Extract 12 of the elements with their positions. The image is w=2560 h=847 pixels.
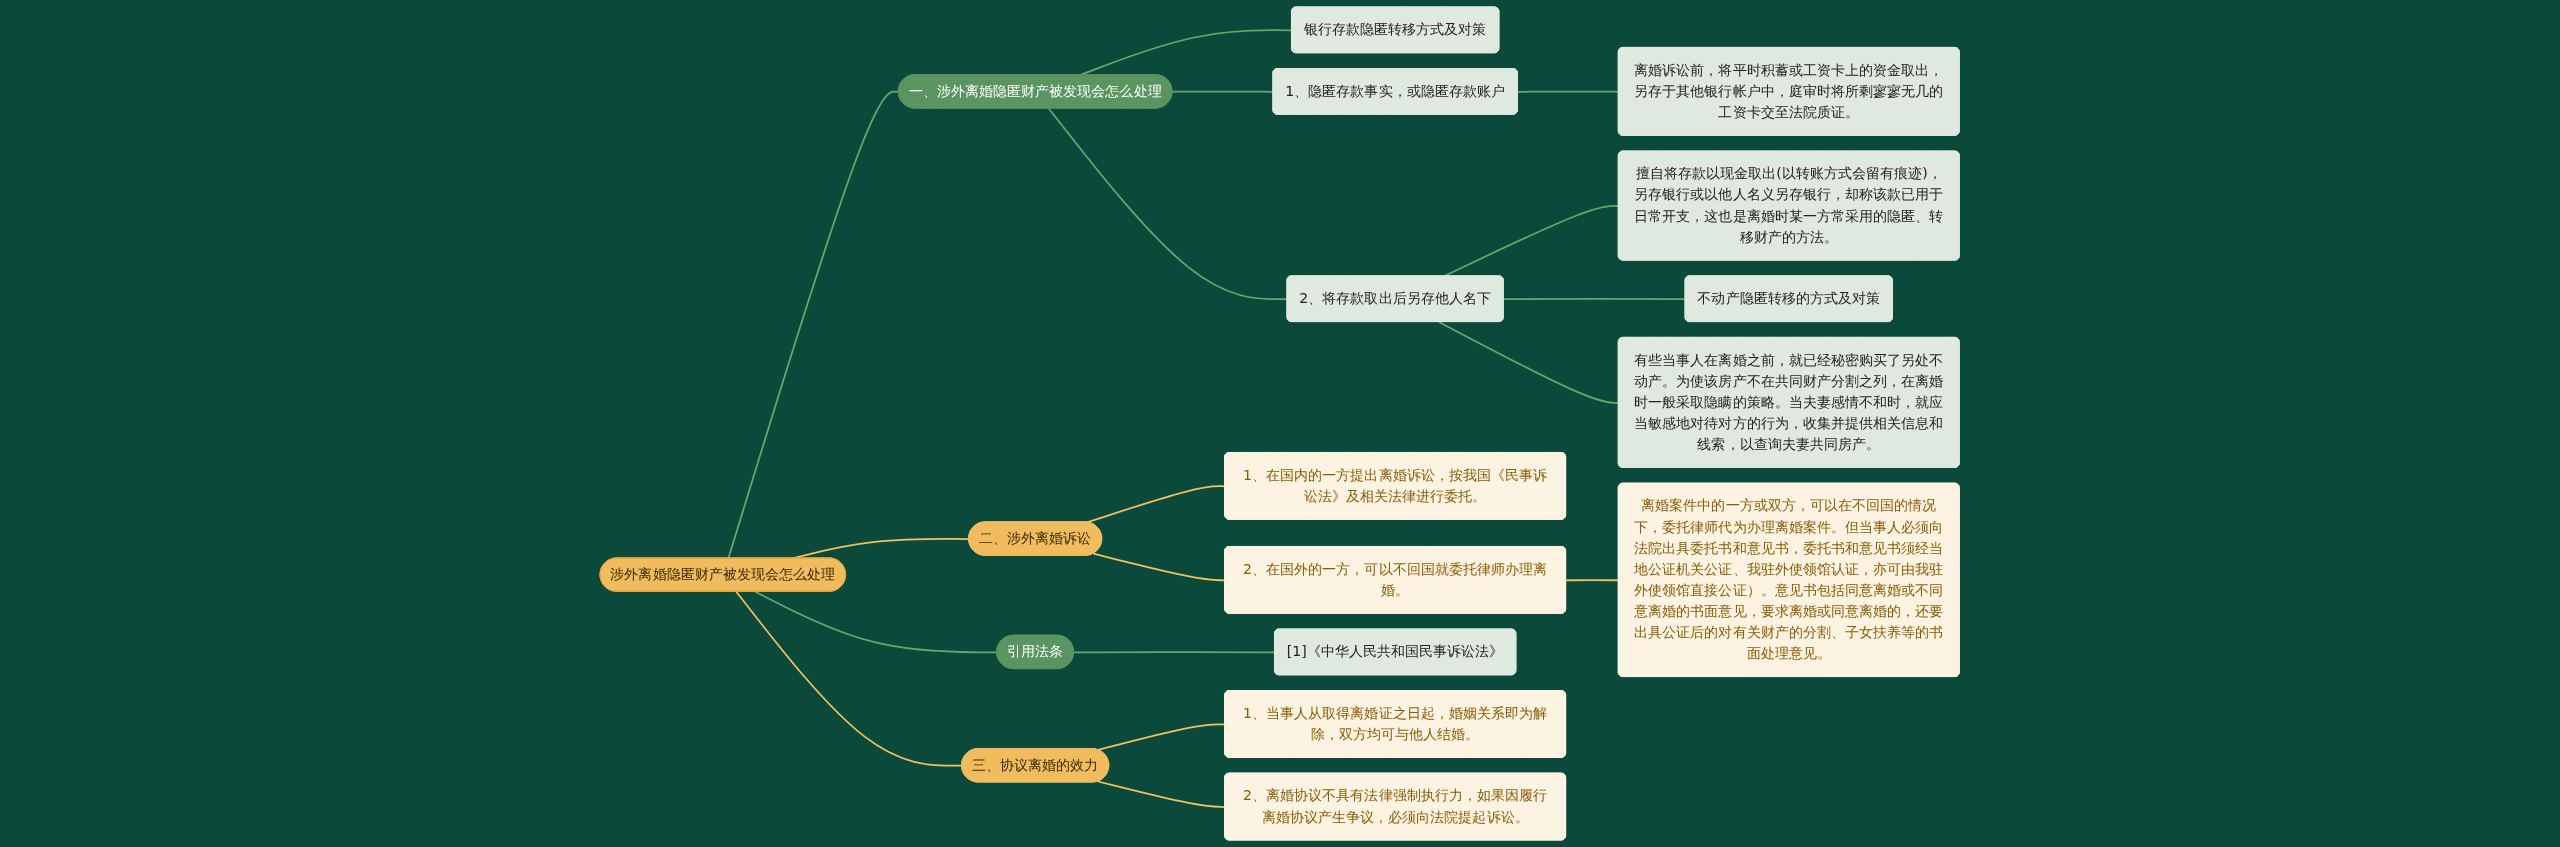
connector [1048, 107, 1289, 301]
connector [735, 590, 964, 767]
connector [1086, 485, 1227, 524]
connector [1097, 780, 1227, 808]
connector [1097, 723, 1227, 751]
connector [1092, 552, 1227, 582]
connector [1517, 90, 1620, 93]
connector [1565, 579, 1620, 582]
connector [1503, 298, 1687, 301]
connector [754, 590, 999, 654]
connector [1171, 90, 1275, 93]
connector [1438, 321, 1620, 404]
